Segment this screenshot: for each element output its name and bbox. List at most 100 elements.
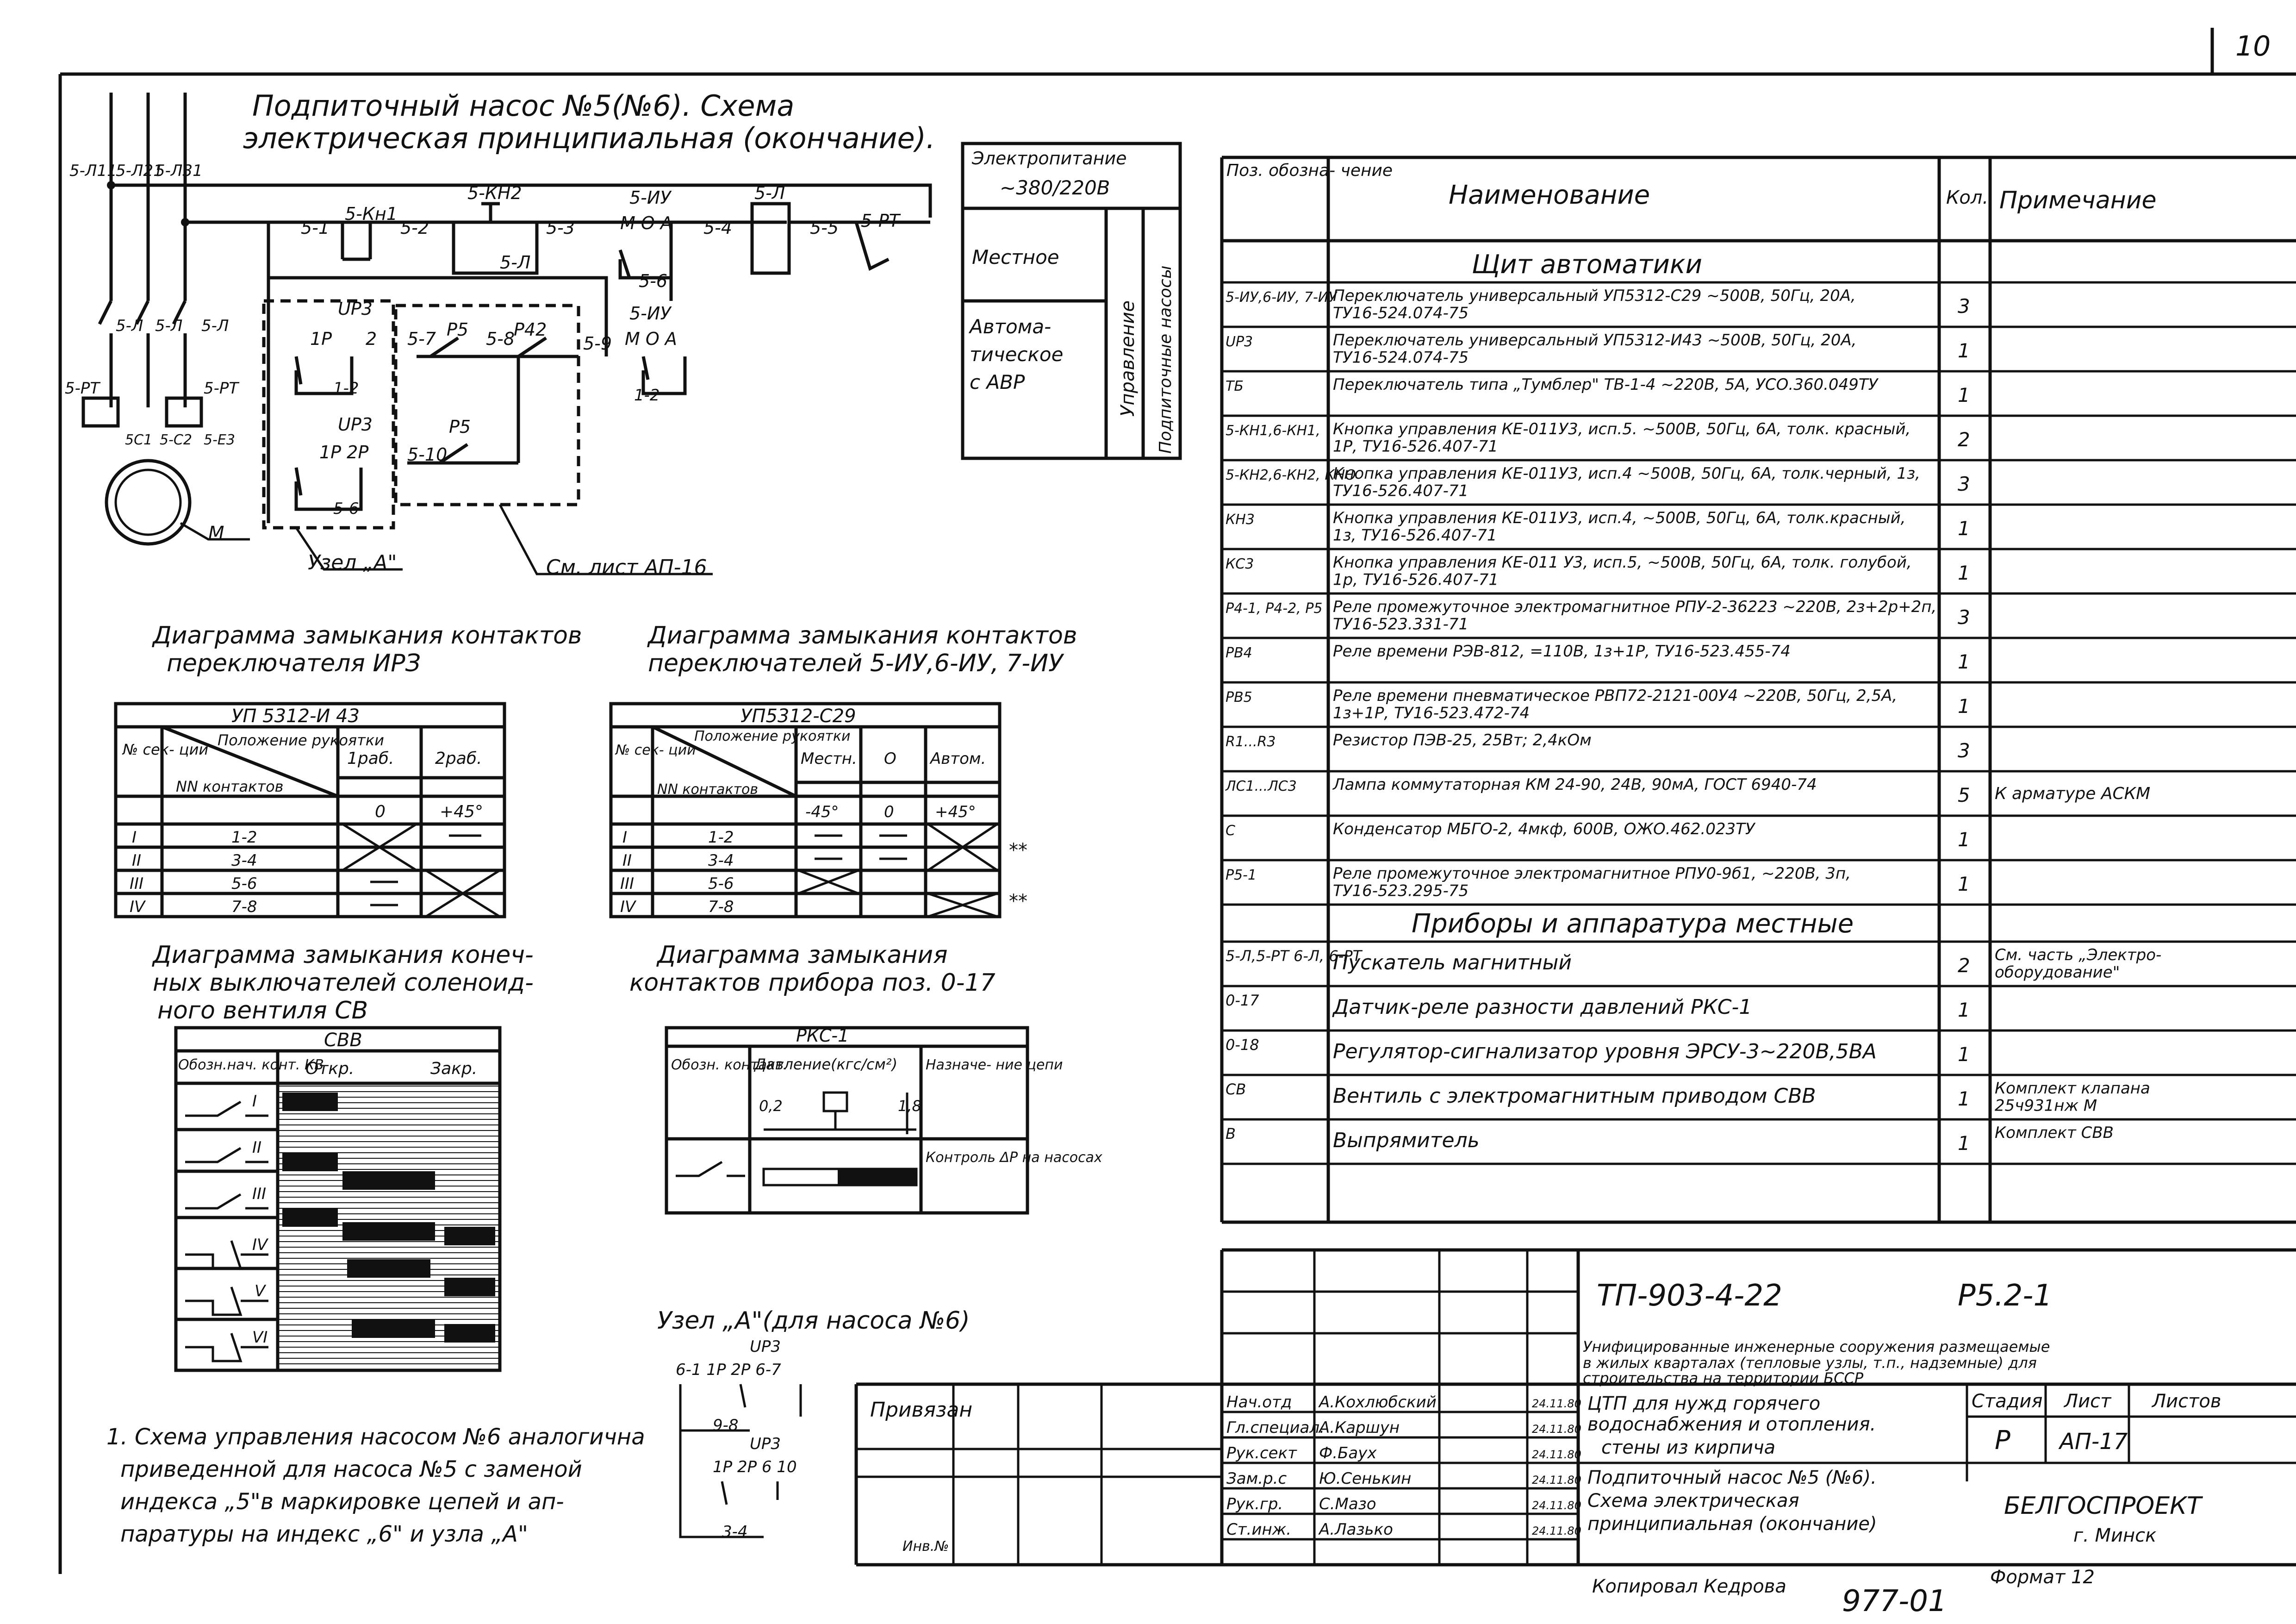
- coil-l: [750, 202, 791, 275]
- diag2-mark1: **: [1009, 840, 1027, 861]
- stamp-date: 24.11.80: [1532, 1423, 1581, 1436]
- power-auto-3: с АВР: [970, 371, 1025, 394]
- spec-row-qty: 1: [1958, 828, 1970, 851]
- stamp-role: Зам.р.с: [1226, 1469, 1287, 1488]
- stamp-sub1: Подпиточный насос №5 (№6).: [1587, 1467, 1877, 1488]
- spec-row-pos: 5-КН2,6-КН2, КНО: [1226, 467, 1356, 483]
- diag1-h-sec: № сек- ции: [122, 741, 208, 758]
- spec-row-name-line1: Переключатель универсальный УП5312-С29 ~…: [1333, 287, 1856, 305]
- note-line1: 1. Схема управления насосом №6 аналогичн…: [106, 1424, 645, 1450]
- diag3-title2: ных выключателей соленоид-: [153, 969, 534, 997]
- spec-row-name-line1: Кнопка управления КЕ-011У3, исп.5. ~500В…: [1333, 420, 1910, 438]
- spec-row2-qty: 1: [1958, 1087, 1970, 1110]
- node-a6-34: 3-4: [722, 1523, 748, 1541]
- stamp-date: 24.11.80: [1532, 1397, 1581, 1410]
- diag3-r3: III: [252, 1185, 266, 1203]
- wire-label-l31: 5-Л31: [155, 162, 203, 180]
- spec-h-qty: Кол.: [1946, 187, 1988, 208]
- stamp-name: А.Лазько: [1318, 1520, 1393, 1539]
- label-e3: 5-Е3: [204, 432, 235, 448]
- stamp-obj2: водоснабжения и отопления.: [1587, 1414, 1876, 1435]
- spec-row-name-line2: ТУ16-523.331-71: [1333, 615, 1468, 633]
- spec-row-name-line1: Лампа коммутаторная КМ 24-90, 24В, 90мА,…: [1332, 775, 1817, 794]
- stamp-name: А.Кохлюбский: [1318, 1393, 1437, 1412]
- diag3-r6: VI: [252, 1328, 268, 1347]
- stamp-name: Ф.Баух: [1319, 1444, 1377, 1462]
- stamp-name: А.Каршун: [1318, 1418, 1400, 1437]
- diag2-title2: переключателей 5-ИУ,6-ИУ, 7-ИУ: [648, 650, 1064, 677]
- diag1-type: УП 5312-И 43: [231, 706, 360, 727]
- format-label: Формат 12: [1990, 1567, 2095, 1588]
- sheet-frame: 10: [58, 28, 2296, 1574]
- spec-row-qty: 3: [1958, 473, 1970, 495]
- spec-row-qty: 3: [1958, 295, 1970, 318]
- diagram-1: Диаграмма замыкания контактов переключат…: [114, 622, 582, 918]
- sheet-number: 10: [2235, 30, 2271, 62]
- spec-row2-name: Пускатель магнитный: [1333, 951, 1572, 974]
- diag4-title2: контактов прибора поз. 0-17: [629, 969, 996, 997]
- spec-row-pos: UP3: [1226, 334, 1253, 350]
- label-l-coil: 5-Л: [754, 183, 785, 203]
- diag4-h1: Обозн. контакт.: [671, 1057, 788, 1073]
- stamp-sheet: АП-17: [2058, 1429, 2128, 1455]
- spec-row2-name: Вентиль с электромагнитным приводом СВВ: [1333, 1084, 1816, 1108]
- diag1-r4-cont: 7-8: [231, 898, 257, 916]
- diag3-h-open: Откр.: [305, 1059, 354, 1078]
- schematic-title-line2: электрическая принципиальная (окончание)…: [243, 121, 935, 155]
- diagram-4: Диаграмма замыкания контактов прибора по…: [629, 941, 1102, 1215]
- label-5-6: 5-6: [639, 271, 667, 291]
- label-1p2p: 1Р 2Р: [319, 442, 368, 462]
- diag2-ang3: +45°: [935, 803, 976, 821]
- label-iu2: 5-ИУ: [629, 303, 672, 324]
- spec-row2-note-line1: Комплект клапана: [1995, 1079, 2150, 1098]
- label-5-2: 5-2: [400, 218, 429, 238]
- label-kn1: 5-Кн1: [345, 204, 398, 224]
- node-a6: Узел „А"(для насоса №6) UP3 6-1 1Р 2Р 6-…: [657, 1307, 970, 1541]
- label-l1: 5-Л: [116, 317, 143, 335]
- power-auto-1: Автома-: [968, 315, 1051, 338]
- node-a6-top: 6-1 1Р 2Р 6-7: [676, 1361, 781, 1379]
- spec-row-qty: 1: [1958, 695, 1970, 718]
- diag1-r2-sec: II: [132, 851, 141, 870]
- spec-row-name-line1: Реле промежуточное электромагнитное РПУ-…: [1333, 598, 1936, 616]
- label-up3b: UP3: [338, 414, 373, 435]
- stamp-name: Ю.Сенькин: [1319, 1469, 1411, 1488]
- spec-row-name-line2: ТУ16-523.295-75: [1333, 881, 1468, 900]
- spec-row2-pos: 0-18: [1226, 1036, 1259, 1054]
- spec-row-pos: Р4-1, Р4-2, Р5: [1226, 600, 1323, 617]
- stamp-org2: г. Минск: [2073, 1525, 2156, 1546]
- diag2-h-sec: № сек- ции: [615, 742, 696, 758]
- stamp-obj3: стены из кирпича: [1601, 1437, 1775, 1458]
- diag2-col2: О: [884, 750, 896, 768]
- spec-row-name-line1: Кнопка управления КЕ-011 У3, исп.5, ~500…: [1333, 553, 1912, 572]
- diag2-r4-cont: 7-8: [708, 898, 734, 916]
- stamp-code: ТП-903-4-22: [1597, 1279, 1782, 1313]
- diag1-r3-sec: III: [130, 874, 143, 893]
- spec-table: Поз. обозна- чение Наименование Кол. При…: [1220, 156, 2296, 1224]
- spec-row-qty: 3: [1958, 606, 1970, 629]
- spec-section2: Приборы и аппаратура местные: [1412, 909, 1854, 939]
- stamp-privyazan: Привязан: [870, 1398, 972, 1422]
- diag2-ang1: -45°: [805, 803, 839, 821]
- spec-row-pos: Р5-1: [1226, 867, 1257, 883]
- label-1-2b: 1-2: [634, 386, 660, 405]
- spec-row-qty: 5: [1958, 784, 1970, 806]
- spec-row-note: К арматуре АСКМ: [1995, 784, 2150, 803]
- spec-row-name-line1: Кнопка управления КЕ-011У3, исп.4 ~500В,…: [1333, 464, 1920, 483]
- spec-row-name-line2: ТУ16-526.407-71: [1333, 481, 1468, 500]
- diag3-contacts: I II III IV V VI: [185, 1092, 269, 1362]
- diag2-r3-cont: 5-6: [708, 874, 734, 893]
- stamp-org1: БЕЛГОСПРОЕКТ: [2004, 1492, 2203, 1520]
- diag1-r3-cont: 5-6: [231, 874, 257, 893]
- motor-symbol: [105, 459, 192, 546]
- diag1-title1: Диаграмма замыкания контактов: [152, 622, 582, 650]
- diag2-r2-cont: 3-4: [708, 851, 734, 870]
- wire-label-l21: 5-Л21: [116, 162, 163, 180]
- label-5-7: 5-7: [407, 329, 436, 349]
- diag3-h1: Обозн.нач. конт. КВ: [178, 1057, 324, 1073]
- stamp-role: Рук.сект: [1226, 1444, 1297, 1462]
- stamp-date: 24.11.80: [1532, 1524, 1581, 1537]
- label-r42: Р42: [514, 319, 547, 340]
- label-iu: 5-ИУ: [629, 187, 672, 208]
- stamp-date: 24.11.80: [1532, 1448, 1581, 1461]
